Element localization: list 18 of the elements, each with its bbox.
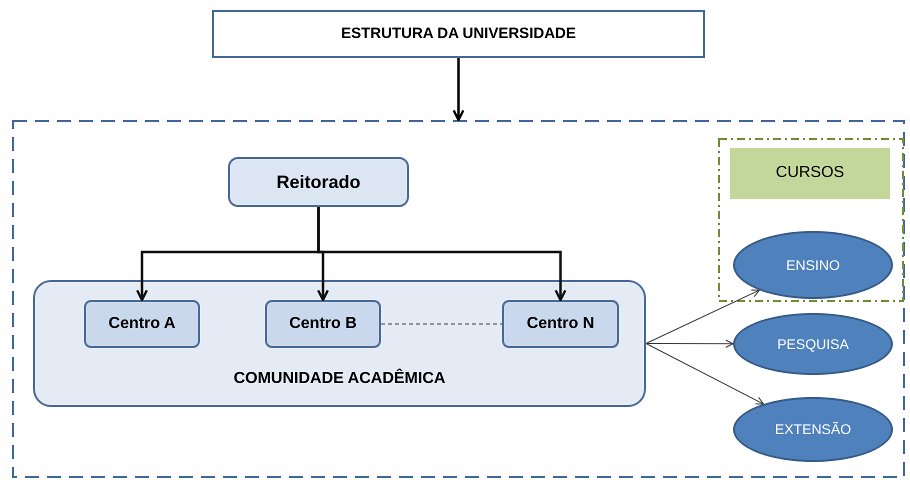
process-box: Reitorado xyxy=(228,157,409,207)
process-box: Centro N xyxy=(502,300,619,348)
group-frame xyxy=(718,138,904,302)
group-panel xyxy=(33,280,646,407)
category-tag: CURSOS xyxy=(730,148,890,199)
arrow xyxy=(646,340,734,348)
process-box: Centro A xyxy=(84,300,200,348)
arrow xyxy=(317,207,566,302)
process-box: Centro B xyxy=(265,300,381,348)
arrow xyxy=(646,343,764,405)
activity-oval: PESQUISA xyxy=(733,313,893,375)
arrow xyxy=(646,289,760,344)
activity-oval: ENSINO xyxy=(733,231,893,299)
container-frame xyxy=(12,120,905,478)
group-title: COMUNIDADE ACADÊMICA xyxy=(232,370,446,388)
arrow xyxy=(452,58,464,122)
header-box: ESTRUTURA DA UNIVERSIDADE xyxy=(212,10,705,58)
activity-oval: EXTENSÃO xyxy=(733,397,893,462)
